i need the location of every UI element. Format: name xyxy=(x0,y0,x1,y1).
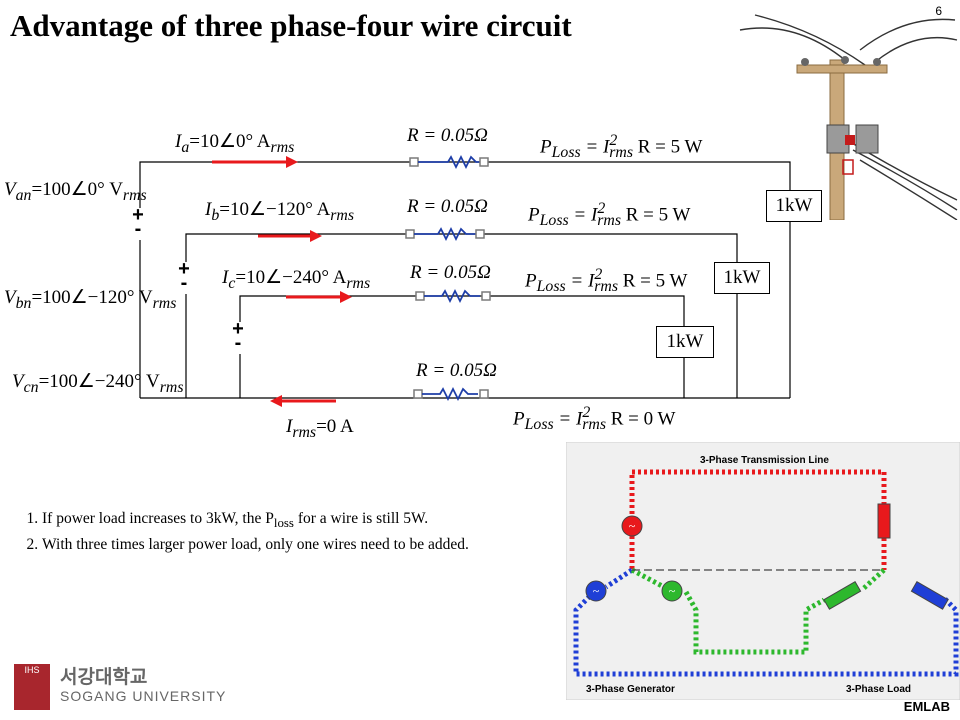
load-box-a: 1kW xyxy=(766,190,822,222)
note-item: With three times larger power load, only… xyxy=(42,534,469,556)
voltage-label-a: Van=100∠0° Vrms xyxy=(4,179,147,204)
svg-text:~: ~ xyxy=(629,519,636,533)
generator-c-icon xyxy=(661,580,683,602)
resistance-label: R = 0.05Ω xyxy=(416,360,497,381)
utility-pole-illustration xyxy=(739,14,958,220)
resistance-label: R = 0.05Ω xyxy=(407,125,488,146)
note-item: If power load increases to 3kW, the Plos… xyxy=(42,508,469,534)
university-name-english: SOGANG UNIVERSITY xyxy=(60,688,227,704)
voltage-label-c: Vcn=100∠−240° Vrms xyxy=(12,371,184,396)
current-label-neutral: Irms=0 A xyxy=(286,416,354,441)
svg-text:~: ~ xyxy=(669,584,676,598)
resistance-label: R = 0.05Ω xyxy=(407,196,488,217)
load-c-icon xyxy=(823,580,862,610)
resistance-label: R = 0.05Ω xyxy=(410,262,491,283)
transmission-line-label: 3-Phase Transmission Line xyxy=(700,455,829,466)
plus-sign: + xyxy=(232,318,244,340)
source-a-polarity: + - xyxy=(124,204,152,240)
minus-sign: - xyxy=(180,272,188,294)
notes-list: If power load increases to 3kW, the Plos… xyxy=(12,508,469,556)
loss-label-neutral: PLoss = I2rms R = 0 W xyxy=(513,404,676,434)
page-number: 6 xyxy=(935,4,942,18)
plus-sign: + xyxy=(132,204,144,226)
minus-sign: - xyxy=(234,332,242,354)
generator-b-icon xyxy=(585,580,607,602)
minus-sign: - xyxy=(134,218,142,240)
current-label-c: Ic=10∠−240° Arms xyxy=(222,267,371,292)
load-b-icon xyxy=(910,580,949,610)
lab-label: EMLAB xyxy=(903,699,950,714)
university-name-korean: 서강대학교 xyxy=(60,667,148,688)
load-box-c: 1kW xyxy=(656,326,714,358)
resistor-group xyxy=(405,154,491,402)
generator-label: 3-Phase Generator xyxy=(586,684,675,695)
university-emblem-icon: IHS xyxy=(14,664,50,710)
voltage-label-b: Vbn=100∠−120° Vrms xyxy=(4,287,177,312)
generator-a-icon xyxy=(621,515,643,537)
current-label-a: Ia=10∠0° Arms xyxy=(175,131,295,156)
current-label-b: Ib=10∠−120° Arms xyxy=(205,199,354,224)
source-c-polarity: + - xyxy=(224,318,252,354)
loss-label-c: PLoss = I2rms R = 5 W xyxy=(525,266,688,296)
plus-sign: + xyxy=(178,258,190,280)
load-a-icon xyxy=(877,503,891,539)
loss-label-b: PLoss = I2rms R = 5 W xyxy=(528,200,691,230)
svg-text:~: ~ xyxy=(593,584,600,598)
source-b-polarity: + - xyxy=(170,258,198,294)
transmission-line-diagram: ~ ~ ~ xyxy=(566,442,960,700)
load-label: 3-Phase Load xyxy=(846,684,912,695)
loss-label-a: PLoss = I2rms R = 5 W xyxy=(540,132,703,162)
slide-title: Advantage of three phase-four wire circu… xyxy=(10,8,572,43)
load-box-b: 1kW xyxy=(714,262,770,294)
